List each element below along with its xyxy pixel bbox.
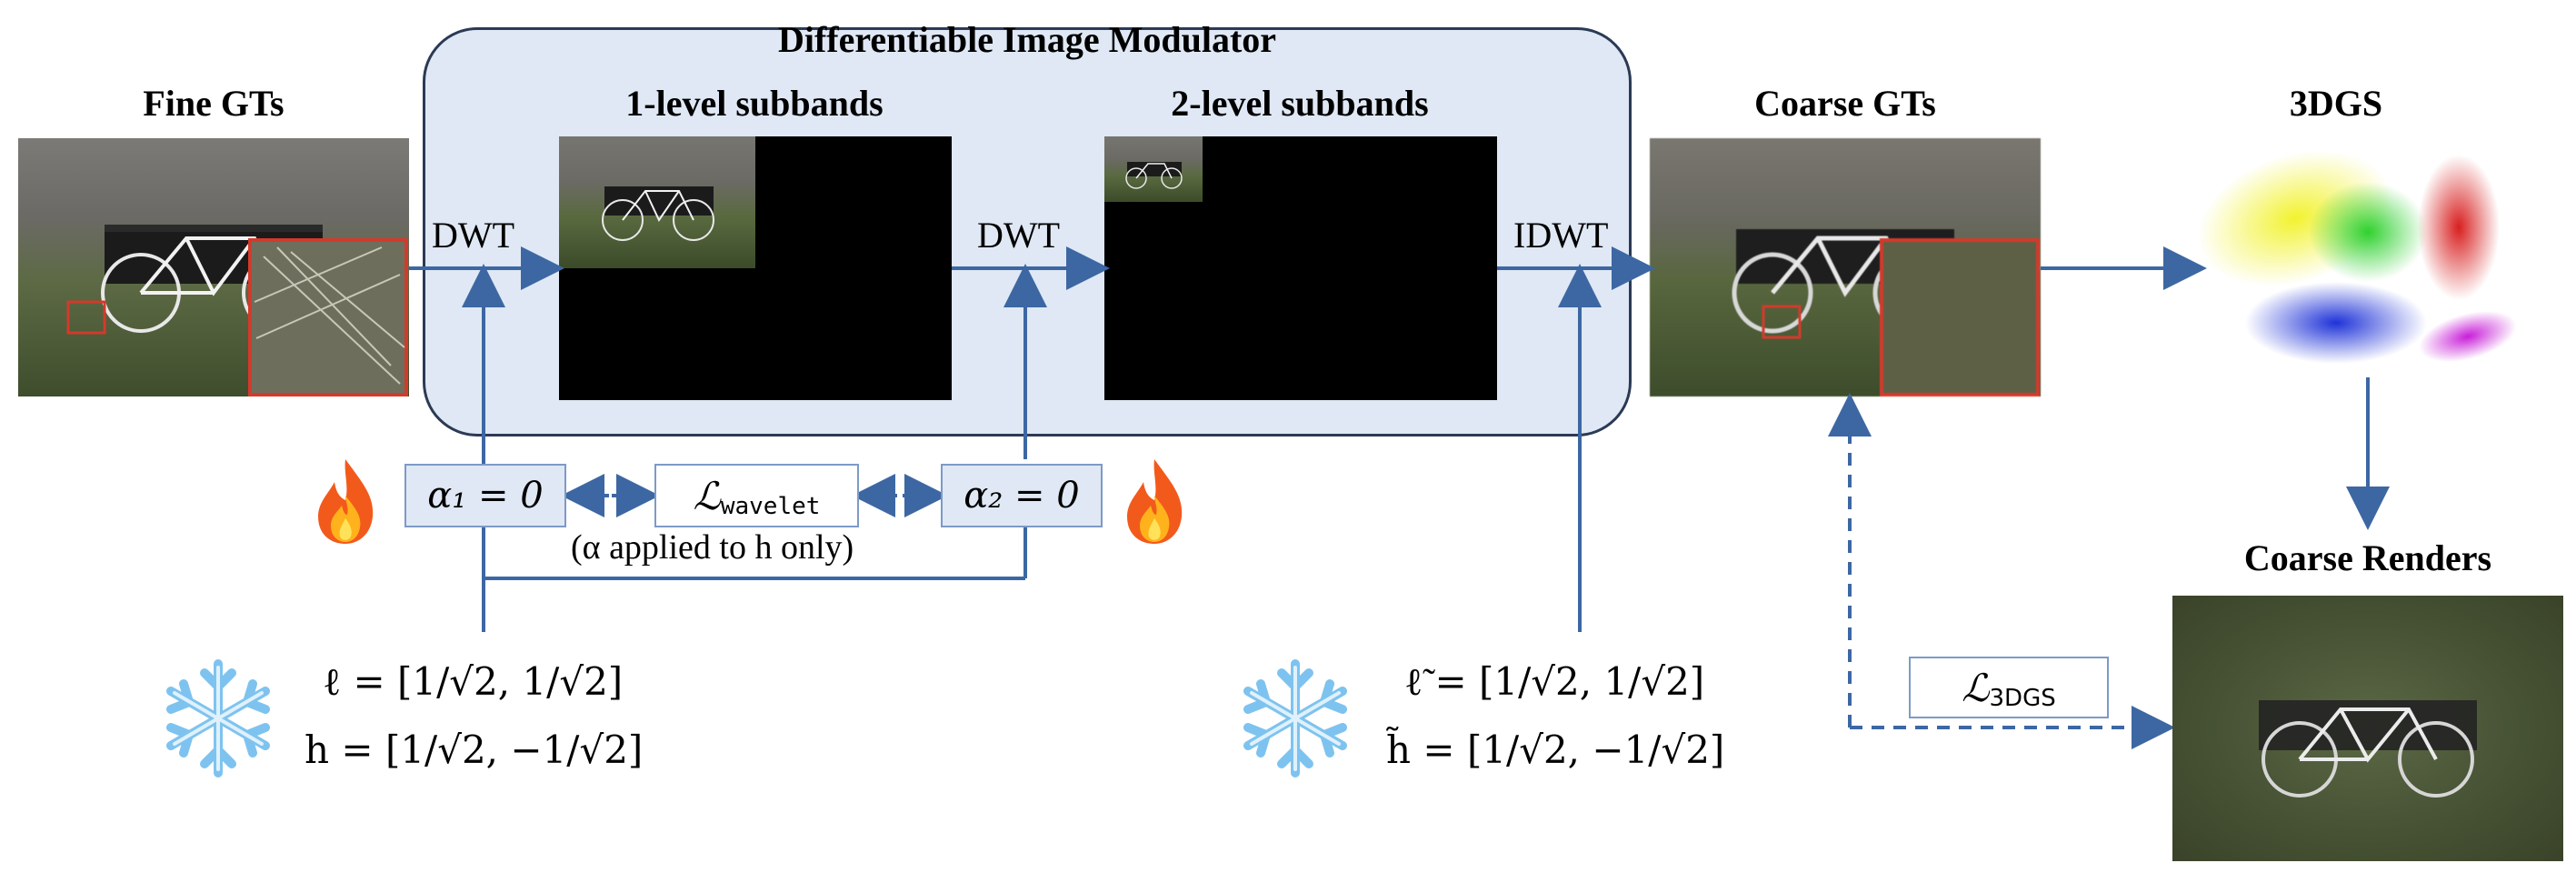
gs-loss-subscript: 3DGS bbox=[1989, 685, 2056, 712]
coarse-gts-title: Coarse GTs bbox=[1754, 83, 1936, 124]
alpha1-text: α₁ = 0 bbox=[427, 475, 544, 517]
alpha2-text: α₂ = 0 bbox=[964, 475, 1080, 517]
rendered-bike-illustration bbox=[2259, 700, 2477, 798]
bike-illustration bbox=[66, 225, 408, 396]
fire-icon bbox=[309, 455, 382, 546]
fine-gts-title: Fine GTs bbox=[143, 83, 285, 124]
fine-gt-image bbox=[18, 138, 409, 396]
gs-loss-box: ℒ 3DGS bbox=[1909, 657, 2109, 718]
alpha-note: (α applied to h only) bbox=[571, 528, 854, 567]
coarse-gt-image bbox=[1650, 138, 2041, 396]
dwt2-label: DWT bbox=[977, 215, 1061, 256]
level1-ll-thumbnail bbox=[559, 136, 755, 268]
snowflake-icon bbox=[155, 655, 282, 782]
level2-title: 2-level subbands bbox=[1171, 83, 1429, 124]
inverse-lowpass-filter: ℓ̃ = [1/√2, 1/√2] bbox=[1404, 659, 1705, 704]
inverse-highpass-filter: h̃ = [1/√2, −1/√2] bbox=[1386, 728, 1725, 772]
idwt-label: IDWT bbox=[1513, 215, 1609, 256]
gaussian-blobs bbox=[2198, 150, 2517, 364]
gs-loss-symbol: ℒ bbox=[1962, 665, 1990, 710]
wavelet-loss-box: ℒ wavelet bbox=[654, 464, 859, 527]
fire-icon bbox=[1118, 455, 1191, 546]
alpha2-box[interactable]: α₂ = 0 bbox=[941, 464, 1103, 527]
level2-ll-thumbnail bbox=[1104, 136, 1203, 202]
module-title: Differentiable Image Modulator bbox=[777, 19, 1277, 60]
wavelet-loss-subscript: wavelet bbox=[720, 493, 821, 520]
wavelet-loss-symbol: ℒ bbox=[693, 473, 721, 518]
dwt1-label: DWT bbox=[432, 215, 515, 256]
alpha1-box[interactable]: α₁ = 0 bbox=[404, 464, 566, 527]
level1-title: 1-level subbands bbox=[625, 83, 884, 124]
forward-highpass-filter: h = [1/√2, −1/√2] bbox=[305, 728, 644, 772]
3dgs-title: 3DGS bbox=[2289, 83, 2383, 124]
coarse-renders-title: Coarse Renders bbox=[2243, 537, 2492, 578]
snowflake-icon bbox=[1232, 655, 1359, 782]
forward-lowpass-filter: ℓ = [1/√2, 1/√2] bbox=[323, 659, 624, 704]
blurred-bike-illustration bbox=[1732, 229, 2040, 396]
coarse-render-image bbox=[2172, 596, 2563, 861]
